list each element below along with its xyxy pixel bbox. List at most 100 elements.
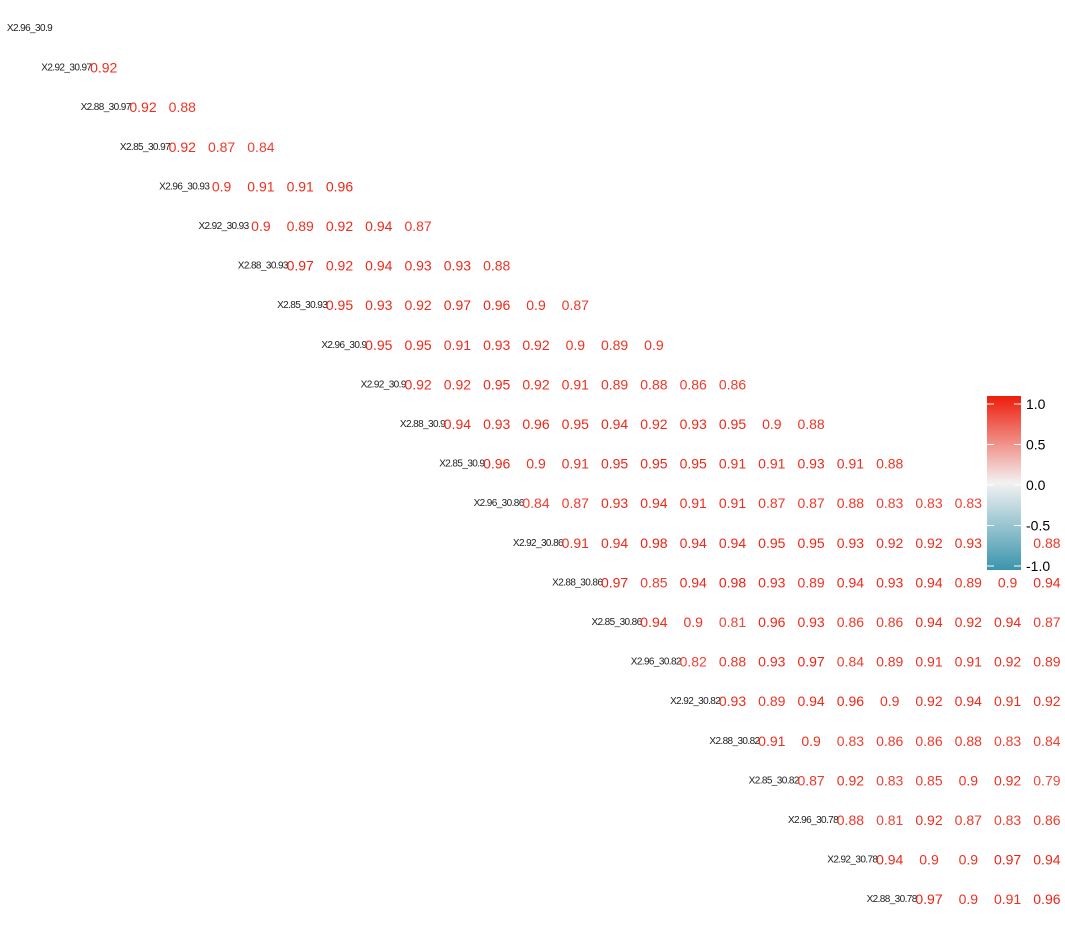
correlation-value: 0.98 (719, 574, 746, 590)
correlation-value: 0.83 (994, 812, 1021, 828)
correlation-value: 0.95 (758, 535, 785, 551)
correlation-value: 0.82 (680, 654, 707, 670)
correlation-value: 0.96 (522, 416, 549, 432)
correlation-value: 0.95 (797, 535, 824, 551)
variable-label: X2.88_30.9 (400, 419, 446, 430)
variable-label: X2.92_30.86 (513, 538, 564, 549)
correlation-value: 0.95 (601, 456, 628, 472)
variable-label: X2.92_30.78 (827, 855, 878, 866)
variable-label: X2.96_30.93 (159, 181, 210, 192)
variable-label: X2.96_30.9 (321, 340, 367, 351)
variable-label: X2.92_30.97 (41, 63, 92, 74)
correlation-value: 0.94 (680, 535, 707, 551)
correlation-value: 0.92 (994, 654, 1021, 670)
variable-labels: X2.96_30.9X2.92_30.97X2.88_30.97X2.85_30… (7, 23, 918, 905)
correlation-value: 0.86 (1033, 812, 1060, 828)
correlation-value: 0.89 (797, 574, 824, 590)
correlation-value: 0.88 (797, 416, 824, 432)
correlation-value: 0.87 (955, 812, 982, 828)
correlation-value: 0.93 (797, 614, 824, 630)
correlation-value: 0.93 (483, 337, 510, 353)
correlation-value: 0.94 (876, 852, 903, 868)
correlation-value: 0.9 (801, 733, 821, 749)
correlation-value: 0.95 (483, 376, 510, 392)
correlation-value: 0.85 (915, 772, 942, 788)
correlation-value: 0.85 (640, 574, 667, 590)
correlation-value: 0.83 (955, 495, 982, 511)
correlation-value: 0.92 (640, 416, 667, 432)
correlation-value: 0.96 (758, 614, 785, 630)
correlation-value: 0.95 (365, 337, 392, 353)
legend-tick-label: -1.0 (1026, 558, 1050, 574)
variable-label: X2.96_30.78 (788, 815, 839, 826)
correlation-value: 0.86 (915, 733, 942, 749)
correlation-value: 0.93 (365, 297, 392, 313)
correlation-value: 0.9 (959, 891, 979, 907)
correlation-value: 0.83 (876, 495, 903, 511)
correlation-value: 0.94 (1033, 574, 1060, 590)
correlation-value: 0.87 (562, 297, 589, 313)
correlation-value: 0.94 (365, 258, 392, 274)
correlation-value: 0.89 (287, 218, 314, 234)
correlation-value: 0.92 (444, 376, 471, 392)
correlation-value: 0.93 (955, 535, 982, 551)
correlation-value: 0.9 (683, 614, 703, 630)
correlation-value: 0.9 (919, 852, 939, 868)
correlation-value: 0.92 (1033, 693, 1060, 709)
correlation-value: 0.86 (876, 733, 903, 749)
correlation-value: 0.93 (404, 258, 431, 274)
correlation-value: 0.91 (719, 495, 746, 511)
correlation-value: 0.88 (876, 456, 903, 472)
correlation-value: 0.91 (719, 456, 746, 472)
correlation-value: 0.94 (640, 614, 667, 630)
correlation-value: 0.88 (640, 376, 667, 392)
correlation-value: 0.89 (758, 693, 785, 709)
correlation-value: 0.94 (955, 931, 982, 932)
correlation-value: 0.84 (1033, 733, 1060, 749)
correlation-value: 0.86 (837, 614, 864, 630)
correlation-value: 0.95 (640, 456, 667, 472)
correlation-value: 0.91 (758, 456, 785, 472)
correlation-values: 0.92 0.92 0.88 0.92 0.87 0.84 0.9 0.91 0.91 0.96 0… (90, 60, 1061, 932)
correlation-value: 0.94 (837, 574, 864, 590)
correlation-value: 0.92 (522, 376, 549, 392)
correlation-value: 0.93 (444, 258, 471, 274)
variable-label: X2.85_30.86 (591, 617, 642, 628)
correlation-value: 0.81 (719, 614, 746, 630)
variable-label: X2.88_30.86 (552, 577, 603, 588)
correlation-value: 0.92 (326, 218, 353, 234)
correlation-value: 0.93 (876, 574, 903, 590)
variable-label: X2.92_30.82 (670, 696, 721, 707)
correlation-value: 0.81 (876, 812, 903, 828)
correlation-value: 0.96 (326, 178, 353, 194)
variable-label: X2.88_30.82 (709, 736, 760, 747)
correlation-value: 0.92 (915, 693, 942, 709)
correlation-value: 0.92 (404, 376, 431, 392)
legend-tick-label: 0.0 (1026, 477, 1046, 493)
correlation-value: 0.94 (365, 218, 392, 234)
correlation-value: 0.83 (837, 733, 864, 749)
correlation-value: 0.88 (719, 654, 746, 670)
correlation-value: 0.9 (959, 772, 979, 788)
correlation-value: 0.94 (719, 535, 746, 551)
correlation-value: 0.93 (837, 535, 864, 551)
correlation-value: 0.91 (994, 693, 1021, 709)
correlation-value: 0.87 (758, 495, 785, 511)
correlation-value: 0.87 (797, 495, 824, 511)
correlation-value: 0.88 (955, 733, 982, 749)
correlation-value: 0.91 (287, 178, 314, 194)
correlation-value: 0.91 (955, 654, 982, 670)
correlation-value: 0.94 (1033, 852, 1060, 868)
correlation-value: 0.83 (876, 772, 903, 788)
correlation-value: 0.9 (566, 337, 586, 353)
correlation-value: 0.95 (562, 416, 589, 432)
correlation-value: 0.96 (483, 456, 510, 472)
correlation-value: 0.94 (601, 535, 628, 551)
correlation-value: 0.92 (90, 60, 117, 76)
variable-label: X2.96_30.86 (474, 498, 525, 509)
correlation-value: 0.84 (837, 654, 864, 670)
correlation-value: 0.94 (640, 495, 667, 511)
correlation-value: 0.97 (994, 852, 1021, 868)
correlation-value: 0.92 (129, 99, 156, 115)
